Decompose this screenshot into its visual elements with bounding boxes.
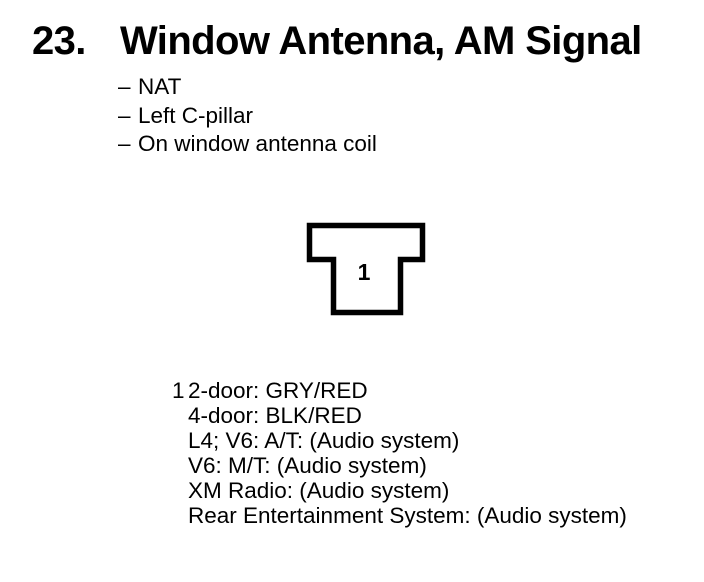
location-item: –NAT: [118, 73, 377, 102]
pin-legend: 1 2-door: GRY/RED 4-door: BLK/RED L4; V6…: [172, 378, 627, 528]
page-title: Window Antenna, AM Signal: [120, 19, 642, 63]
location-item: –On window antenna coil: [118, 130, 377, 159]
pin-entries: 2-door: GRY/RED 4-door: BLK/RED L4; V6: …: [188, 378, 627, 528]
location-list: –NAT –Left C-pillar –On window antenna c…: [118, 73, 377, 159]
location-item-label: NAT: [138, 74, 182, 99]
dash-bullet: –: [118, 74, 131, 99]
pin-entry: 4-door: BLK/RED: [188, 403, 362, 428]
dash-bullet: –: [118, 131, 131, 156]
pin-number: 1: [172, 378, 185, 403]
dash-bullet: –: [118, 102, 131, 128]
pin-entry: V6: M/T: (Audio system): [188, 453, 427, 478]
section-number: 23.: [32, 19, 86, 63]
connector-pin-number: 1: [358, 259, 371, 285]
connector-outline: [306, 222, 426, 316]
section-header: 23. Window Antenna, AM Signal: [32, 21, 642, 61]
pin-entry: Rear Entertainment System: (Audio system…: [188, 503, 627, 528]
pin-entry: 2-door: GRY/RED: [188, 378, 368, 403]
location-item: –Left C-pillar: [118, 102, 377, 131]
location-item-label: On window antenna coil: [138, 131, 377, 156]
pin-entry: L4; V6: A/T: (Audio system): [188, 428, 460, 453]
connector-diagram: 1: [306, 222, 426, 316]
pin-entry: XM Radio: (Audio system): [188, 478, 450, 503]
location-item-label: Left C-pillar: [138, 102, 254, 128]
